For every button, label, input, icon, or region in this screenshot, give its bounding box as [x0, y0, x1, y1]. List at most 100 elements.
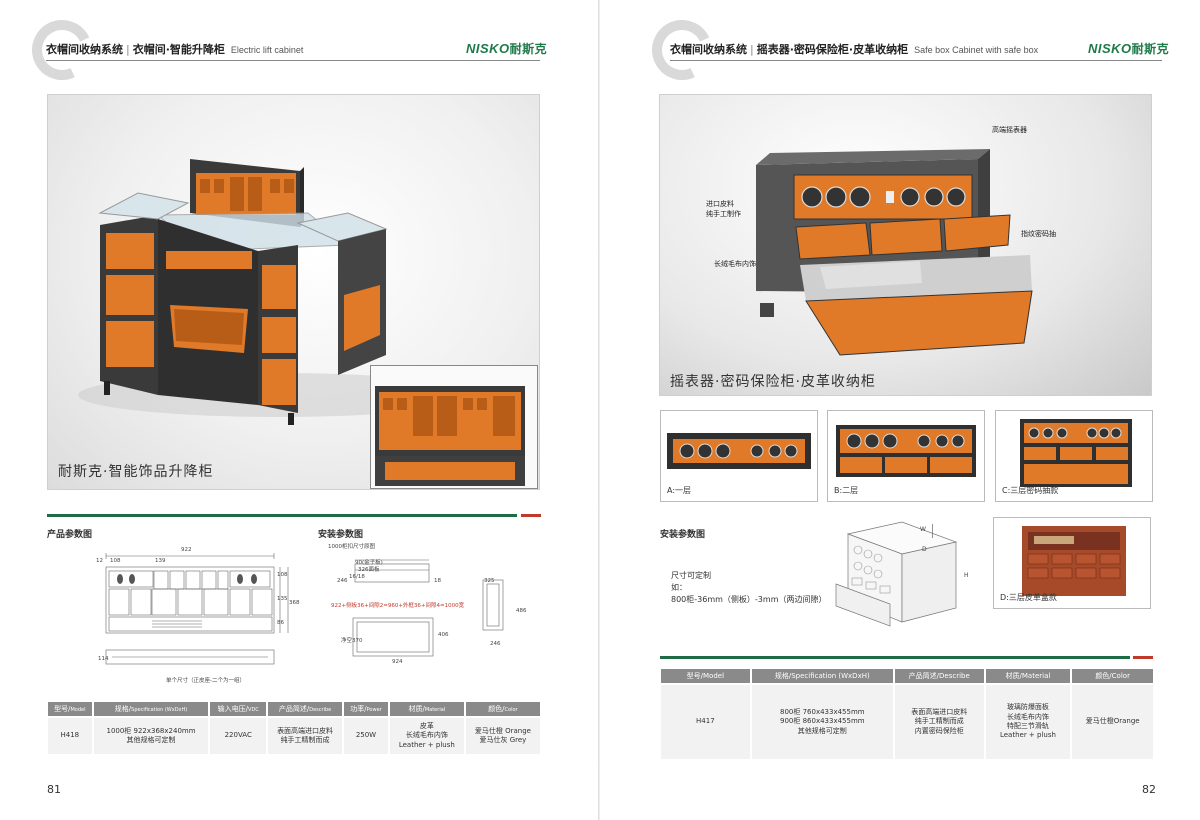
variant-d-illustration: [1022, 526, 1126, 596]
header-system: 衣帽间收纳系统: [46, 43, 123, 56]
page-number-left: 81: [47, 783, 61, 796]
dim-h108: 108: [277, 572, 288, 578]
dim-note: 单个尺寸（正皮座-二个为一组）: [166, 678, 245, 684]
variant-c: C:三层密码抽款: [995, 410, 1153, 502]
install-line-drawing: [835, 521, 958, 627]
install-title-right: 安装参数图: [660, 530, 706, 540]
dim-139: 139: [155, 558, 166, 564]
hero-image-safe-cabinet: 高端摇表器 进口皮料 纯手工制作 指纹密码抽 长绒毛布内饰 摇表器·密码保险柜·…: [659, 94, 1152, 396]
safe-cabinet-illustration: [756, 149, 1033, 356]
header-system-right: 衣帽间收纳系统: [670, 43, 747, 56]
annot-fingerprint: 指纹密码抽: [1021, 230, 1056, 238]
dim-i370: 净空370: [341, 638, 363, 644]
logo-cn-right: 耐斯克: [1131, 42, 1170, 56]
annot-leather-2: 纯手工制作: [706, 210, 741, 218]
annot-plush: 长绒毛布内饰: [714, 260, 756, 268]
install-subtitle: 1000柜扣尺寸原图: [328, 544, 375, 550]
install-title-left: 安装参数图: [318, 530, 364, 540]
brand-logo: NISKO耐斯克: [466, 40, 547, 57]
dim-i18: 18: [434, 578, 441, 584]
th-describe-r: 产品简述/Describe: [894, 669, 984, 683]
variant-b: B:二层: [827, 410, 985, 502]
th-spec-r: 规格/Specification (WxDxH): [751, 669, 893, 683]
variant-b-label: B:二层: [834, 486, 859, 495]
spec-table-left: 型号/Model 规格/Specification (WxDxH) 输入电压/V…: [46, 700, 542, 756]
header-rule-right: [670, 60, 1162, 61]
hero-caption-left: 耐斯克·智能饰品升降柜: [58, 464, 214, 480]
dim-12: 12: [96, 558, 103, 564]
variant-a-label: A:一层: [667, 486, 692, 495]
header-subtitle: 衣帽间·智能升降柜: [132, 43, 225, 56]
th-voltage: 输入电压/VDC: [210, 702, 267, 716]
cell-describe: 表面高端进口皮料纯手工精制而成: [268, 718, 343, 754]
th-spec: 规格/Specification (WxDxH): [93, 702, 209, 716]
drawing-dim-h: H: [964, 572, 969, 579]
page-number-right: 82: [1142, 783, 1156, 796]
spec-table-right: 型号/Model 规格/Specification (WxDxH) 产品简述/D…: [659, 667, 1155, 761]
logo-latin-right: NISKO: [1088, 41, 1132, 56]
th-model-r: 型号/Model: [661, 669, 750, 683]
dim-i406: 406: [438, 632, 449, 638]
th-describe: 产品简述/Describe: [268, 702, 343, 716]
variant-a-illustration: [667, 433, 811, 469]
brand-logo-right: NISKO耐斯克: [1088, 40, 1169, 57]
header-subtitle-right: 摇表器·密码保险柜·皮革收纳柜: [756, 43, 909, 56]
section-divider-right: [660, 656, 1153, 659]
dim-top-label-b: 326面板: [358, 567, 380, 573]
drawing-dim-w: W: [920, 526, 926, 533]
th-model: 型号/Model: [48, 702, 92, 716]
variant-a: A:一层: [660, 410, 818, 502]
dim-top-label-a: 90(金子板): [355, 560, 383, 566]
variant-d: D:三层皮革盒款: [993, 517, 1151, 609]
dim-h114: 114: [98, 656, 109, 662]
params-title: 产品参数图: [47, 530, 93, 540]
dim-formula: 922+侧板36+间隙2=960+外框36+间隙4=1000宽: [331, 603, 465, 609]
dim-i486: 486: [516, 608, 527, 614]
header-subtitle-en-right: Safe box Cabinet with safe box: [914, 45, 1039, 55]
cell-voltage: 220VAC: [210, 718, 267, 754]
cell-color-r: 爱马仕橙Orange: [1072, 685, 1153, 759]
variant-c-label: C:三层密码抽款: [1002, 486, 1059, 495]
dim-i246b: 246: [490, 641, 501, 647]
variant-c-illustration: [1020, 419, 1132, 487]
cell-model-r: H417: [661, 685, 750, 759]
inset-image-lift-open: [370, 365, 538, 489]
th-color-r: 颜色/Color: [1072, 669, 1153, 683]
dim-side-a: 16/18: [349, 574, 365, 580]
dim-i924: 924: [392, 659, 403, 665]
annot-watch-winder: 高端摇表器: [992, 126, 1027, 134]
dim-total-width: 922: [181, 547, 192, 553]
th-color: 颜色/Color: [465, 702, 540, 716]
hero-caption-right: 摇表器·密码保险柜·皮革收纳柜: [670, 374, 876, 390]
install-notes: 尺寸可定制 如： 800柜-36mm（侧板）-3mm（两边间隙）: [671, 571, 827, 604]
product-dimension-drawing: [105, 553, 289, 665]
logo-latin: NISKO: [466, 41, 510, 56]
dim-i325: 325: [484, 578, 495, 584]
dim-108: 108: [110, 558, 121, 564]
logo-cn: 耐斯克: [509, 42, 548, 56]
dim-h86: 86: [277, 620, 284, 626]
cell-model: H418: [48, 718, 92, 754]
header-subtitle-en: Electric lift cabinet: [230, 45, 304, 55]
th-material-r: 材质/Material: [985, 669, 1071, 683]
install-dimension-drawing: [352, 559, 504, 657]
drawing-dim-d: D: [922, 546, 927, 553]
th-material: 材质/Material: [389, 702, 464, 716]
variant-b-illustration: [836, 425, 976, 477]
section-divider-left: [47, 514, 541, 517]
cell-power: 250W: [344, 718, 388, 754]
inset-cabinet-illustration: [371, 366, 537, 488]
dim-h368: 368: [289, 600, 300, 606]
annot-leather-1: 进口皮料: [706, 200, 734, 208]
th-power: 功率/Power: [344, 702, 388, 716]
dim-h135: 135: [277, 596, 288, 602]
